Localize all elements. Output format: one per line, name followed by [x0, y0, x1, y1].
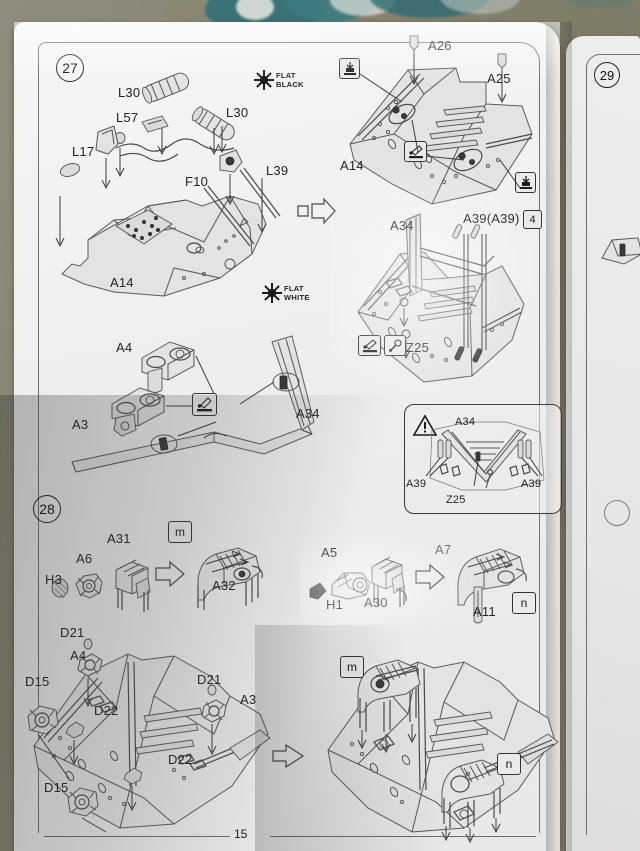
- label-L30-upper: L30: [118, 85, 141, 100]
- cement-icon: [404, 141, 427, 162]
- label-L17: L17: [72, 144, 95, 159]
- step27-subassembly-d-artwork: [64, 334, 324, 484]
- background-object-white: [236, 0, 274, 20]
- caution-panel-artwork: [414, 414, 556, 500]
- label-A3-step28: A3: [240, 692, 257, 707]
- press-fit-icon: [339, 58, 360, 79]
- background-object-green: [560, 0, 640, 8]
- label-A31: A31: [107, 531, 131, 546]
- step-number-28: 28: [33, 495, 61, 523]
- label-A34-step27d: A34: [296, 406, 320, 421]
- label-L30-right: L30: [226, 105, 249, 120]
- step28-subassembly-a-artwork: [48, 540, 278, 620]
- step27-subassembly-a-artwork: [44, 72, 304, 308]
- label-A4-step28: A4: [70, 648, 87, 663]
- label-F10: F10: [185, 174, 209, 189]
- page-footer: 15: [44, 826, 536, 846]
- step-number-right-lower: [604, 500, 630, 526]
- label-H1: H1: [326, 597, 344, 612]
- label-A32: A32: [212, 578, 236, 593]
- caution-label-Z25: Z25: [446, 494, 466, 506]
- key-badge-n-2: n: [497, 753, 521, 775]
- label-Z25-step27c: Z25: [406, 340, 430, 355]
- cement-icon-2: [358, 335, 381, 356]
- label-A14-left: A14: [110, 275, 134, 290]
- step-number-29: 29: [594, 62, 620, 88]
- page-border-right: [586, 54, 640, 835]
- flat-white-label-line2: WHITE: [284, 293, 310, 302]
- step27-subassembly-c-artwork: [352, 208, 552, 398]
- step28-subassembly-c-artwork: [24, 638, 286, 834]
- step29-partial-label: [600, 287, 603, 299]
- label-A4-step27d: A4: [116, 340, 133, 355]
- label-A3-step27d: A3: [72, 417, 89, 432]
- label-D21-right: D21: [197, 672, 222, 687]
- page-number: 15: [234, 827, 248, 841]
- footer-rule-left: [44, 836, 230, 837]
- label-D22-upper: D22: [94, 703, 119, 718]
- label-A26: A26: [428, 38, 452, 53]
- footer-rule-right: [270, 836, 536, 837]
- key-badge-n: n: [512, 592, 536, 614]
- label-A14-right: A14: [340, 158, 364, 173]
- quantity-badge-4: 4: [523, 210, 542, 229]
- key-badge-m-2: m: [340, 656, 364, 678]
- label-H3: H3: [45, 572, 63, 587]
- label-A6: A6: [76, 551, 93, 566]
- flat-black-label-line2: BLACK: [276, 80, 304, 89]
- label-L39: L39: [266, 163, 289, 178]
- label-A39-A39: A39(A39): [463, 211, 520, 226]
- transition-arrow-28: [272, 743, 306, 769]
- label-D22-lower: D22: [168, 752, 193, 767]
- flat-white-label-line1: FLAT: [284, 284, 304, 293]
- step27-subassembly-b-artwork: [336, 35, 546, 223]
- background-object-pale-2: [440, 0, 520, 14]
- key-badge-m: m: [168, 521, 192, 543]
- transition-arrow-27: [296, 197, 336, 225]
- label-A7: A7: [435, 542, 452, 557]
- pin-vise-icon: [384, 335, 406, 356]
- label-A25: A25: [487, 71, 511, 86]
- step29-partial-artwork: [598, 232, 640, 272]
- label-A30: A30: [364, 595, 388, 610]
- cement-icon-3: [192, 393, 217, 416]
- flat-white-paint-starburst-icon: [262, 283, 282, 303]
- caution-label-A34: A34: [455, 416, 476, 428]
- label-A34-step27c: A34: [390, 218, 414, 233]
- label-D15-lower: D15: [44, 780, 69, 795]
- flat-black-paint-starburst-icon: [254, 70, 274, 90]
- flat-black-label-line1: FLAT: [276, 71, 296, 80]
- caution-label-A39-left: A39: [406, 478, 427, 490]
- manual-page-right: [566, 36, 640, 851]
- label-A11: A11: [473, 604, 496, 619]
- label-L57: L57: [116, 110, 139, 125]
- label-D15-upper: D15: [25, 674, 50, 689]
- caution-label-A39-right: A39: [521, 478, 542, 490]
- label-A5: A5: [321, 545, 338, 560]
- label-D21-left: D21: [60, 625, 85, 640]
- press-fit-icon-2: [515, 172, 536, 193]
